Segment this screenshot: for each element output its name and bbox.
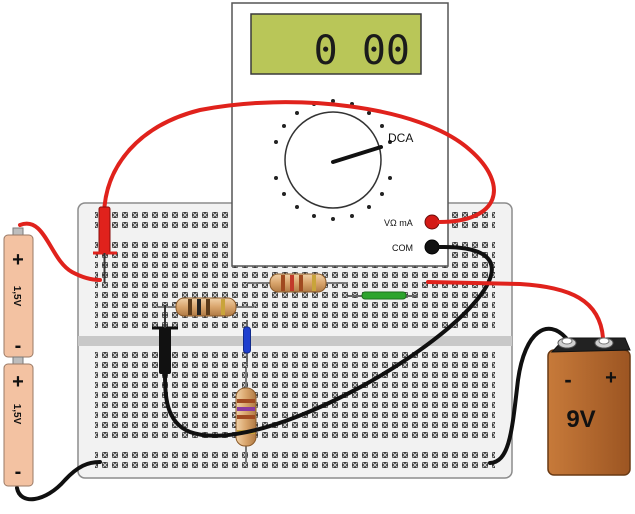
lcd-display — [250, 13, 422, 75]
green-jumper-wire[interactable] — [348, 291, 418, 300]
cell-1[interactable]: + 1,5V - — [3, 227, 34, 358]
dial-pointer — [331, 145, 383, 164]
red-probe-wire[interactable] — [102, 100, 496, 224]
port-label-com: COM — [392, 243, 413, 253]
black-battery-wire[interactable] — [488, 326, 568, 465]
resistor-top[interactable] — [248, 273, 348, 293]
battery-minus-terminal[interactable] — [557, 337, 577, 349]
cell-1-voltage: 1,5V — [11, 286, 22, 307]
battery-9v[interactable]: - + 9V — [547, 337, 631, 476]
battery-plus-label: + — [605, 367, 617, 389]
breadboard — [77, 202, 513, 479]
battery-plus-terminal[interactable] — [594, 337, 614, 349]
battery-minus-label: - — [564, 367, 571, 392]
cell-2-plus-sign: + — [12, 371, 24, 393]
dial-tick-marks — [274, 99, 392, 221]
dial-mode-label: DCA — [388, 131, 413, 145]
lcd-readout: 0 00 — [314, 28, 410, 74]
cell-1-minus-sign: - — [15, 335, 22, 357]
port-v-ohm-ma-jack[interactable] — [424, 214, 440, 230]
lower-terminal-strip — [95, 352, 495, 442]
black-probe[interactable] — [152, 305, 178, 374]
port-label-v-ohm-ma: VΩ mA — [384, 218, 413, 228]
battery-voltage-label: 9V — [566, 406, 595, 433]
red-probe[interactable] — [93, 206, 117, 282]
center-channel — [78, 336, 512, 346]
red-battery-wire[interactable] — [426, 280, 605, 340]
bottom-power-rail — [95, 448, 495, 468]
cell-2[interactable]: + 1,5V - — [3, 356, 34, 487]
black-probe-wire[interactable] — [163, 244, 494, 438]
resistor-left[interactable] — [158, 297, 255, 317]
red-cell-wire[interactable] — [18, 221, 102, 282]
multimeter: 0 00 DCA VΩ mA COM — [231, 2, 449, 267]
port-com-jack[interactable] — [424, 239, 440, 255]
cell-2-minus-sign: - — [15, 461, 22, 483]
blue-jumper-wire[interactable] — [243, 320, 251, 365]
cell-2-voltage: 1,5V — [11, 404, 22, 425]
black-cell-wire[interactable] — [15, 460, 102, 502]
cell-1-plus-sign: + — [12, 249, 24, 271]
